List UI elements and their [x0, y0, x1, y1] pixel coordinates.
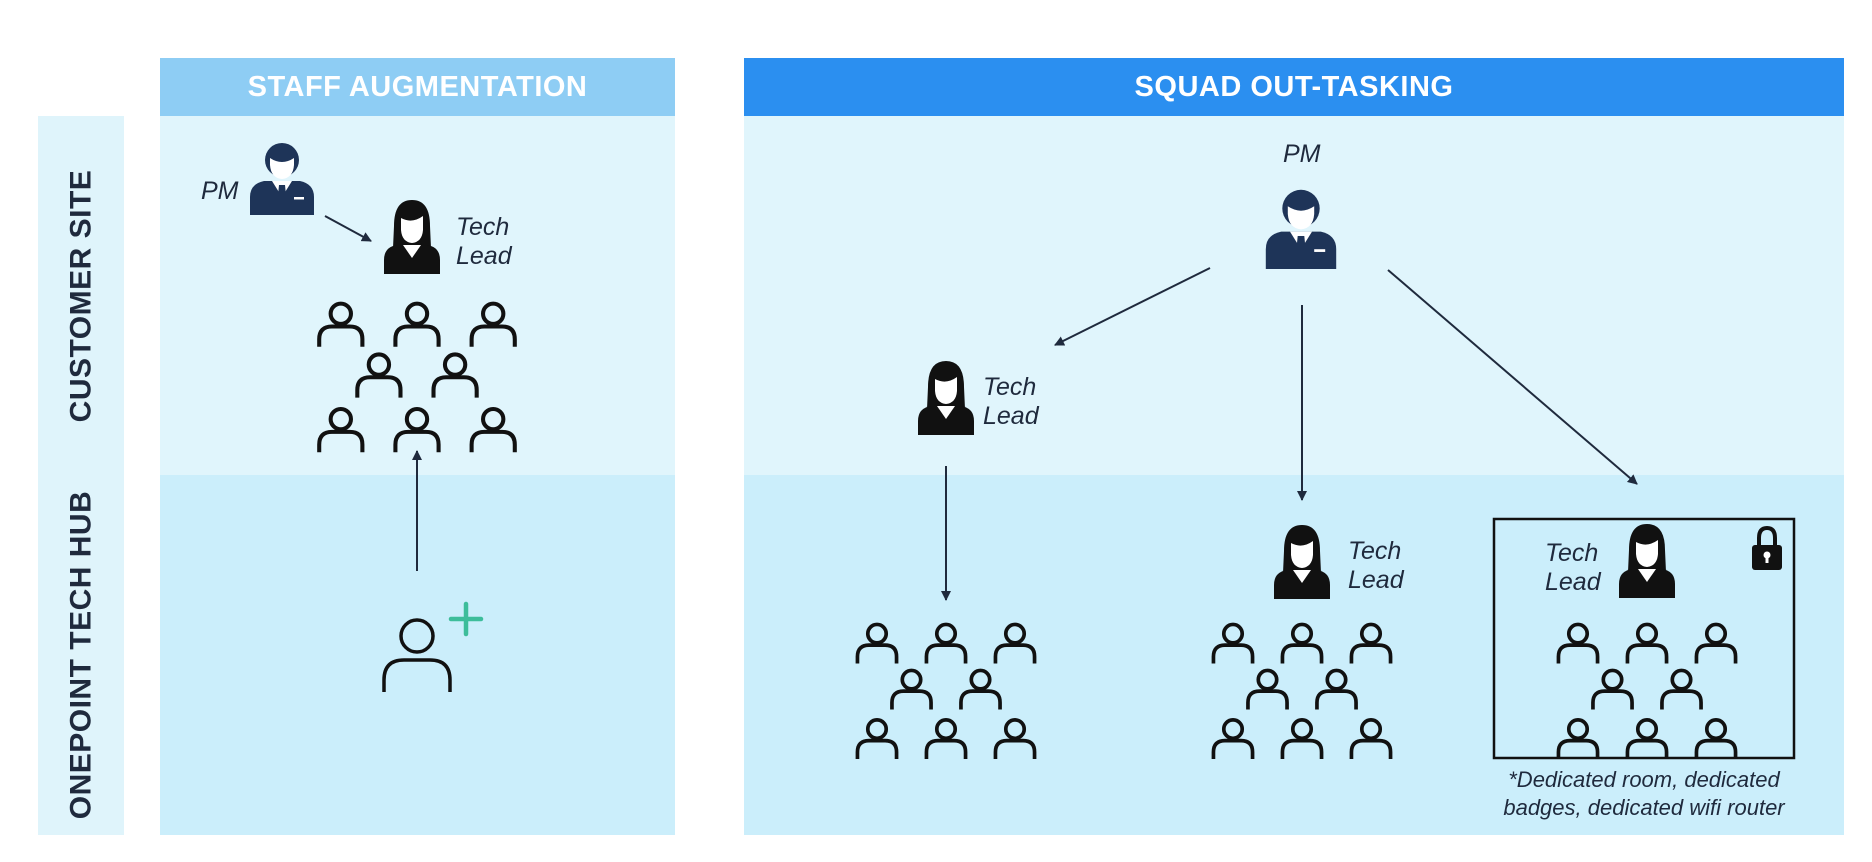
add-person-icon	[382, 618, 452, 692]
squad-team2-icon	[1213, 624, 1390, 759]
staff-tech-lead-icon	[384, 200, 440, 274]
squad-tl2-lead-label: Lead	[1348, 566, 1404, 594]
note-line-2: badges, dedicated wifi router	[1503, 795, 1785, 820]
squad-tl3-tech-label: Tech	[1545, 539, 1599, 567]
squad-pm-to-room-arrow	[1387, 269, 1638, 485]
squad-pm-label: PM	[1283, 140, 1321, 168]
lock-icon	[1752, 525, 1782, 570]
staff-lead-label: Lead	[456, 242, 512, 270]
staff-pm-to-lead-arrow	[324, 215, 372, 242]
squad-tl1-lead-label: Lead	[983, 402, 1039, 430]
staff-augmentation-title: STAFF AUGMENTATION	[247, 70, 588, 103]
staff-tech-label: Tech	[456, 213, 510, 241]
plus-icon	[448, 601, 484, 637]
squad-tl1-tech-label: Tech	[983, 373, 1037, 401]
squad-out-tasking-title: SQUAD OUT-TASKING	[1134, 70, 1454, 103]
customer-site-row-label: CUSTOMER SITE	[38, 116, 124, 475]
note-line-1: *Dedicated room, dedicated	[1508, 767, 1780, 792]
staff-augmentation-header: STAFF AUGMENTATION	[160, 58, 675, 116]
squad-out-tasking-header: SQUAD OUT-TASKING	[744, 58, 1844, 116]
squad-tech-lead2-icon	[1274, 525, 1330, 599]
squad-tl3-lead-label: Lead	[1545, 568, 1601, 596]
staff-pm-label: PM	[201, 177, 239, 205]
squad-tech-lead1-icon	[918, 361, 974, 435]
squad-tech-lead3-icon	[1619, 524, 1675, 598]
staff-pm-icon	[250, 143, 314, 215]
squad-tl2-tech-label: Tech	[1348, 537, 1402, 565]
staff-team-icon	[319, 304, 515, 453]
tech-hub-row-label: ONEPOINT TECH HUB	[38, 475, 124, 835]
staff-customer-site-band	[160, 116, 675, 475]
dedicated-room-note: *Dedicated room, dedicated badges, dedic…	[1464, 766, 1824, 822]
squad-team3-icon	[1558, 624, 1735, 759]
squad-pm-icon	[1265, 189, 1337, 269]
dedicated-room-box	[1492, 517, 1796, 760]
squad-team1-icon	[857, 624, 1034, 759]
squad-pm-to-lead1-arrow	[1054, 267, 1211, 346]
